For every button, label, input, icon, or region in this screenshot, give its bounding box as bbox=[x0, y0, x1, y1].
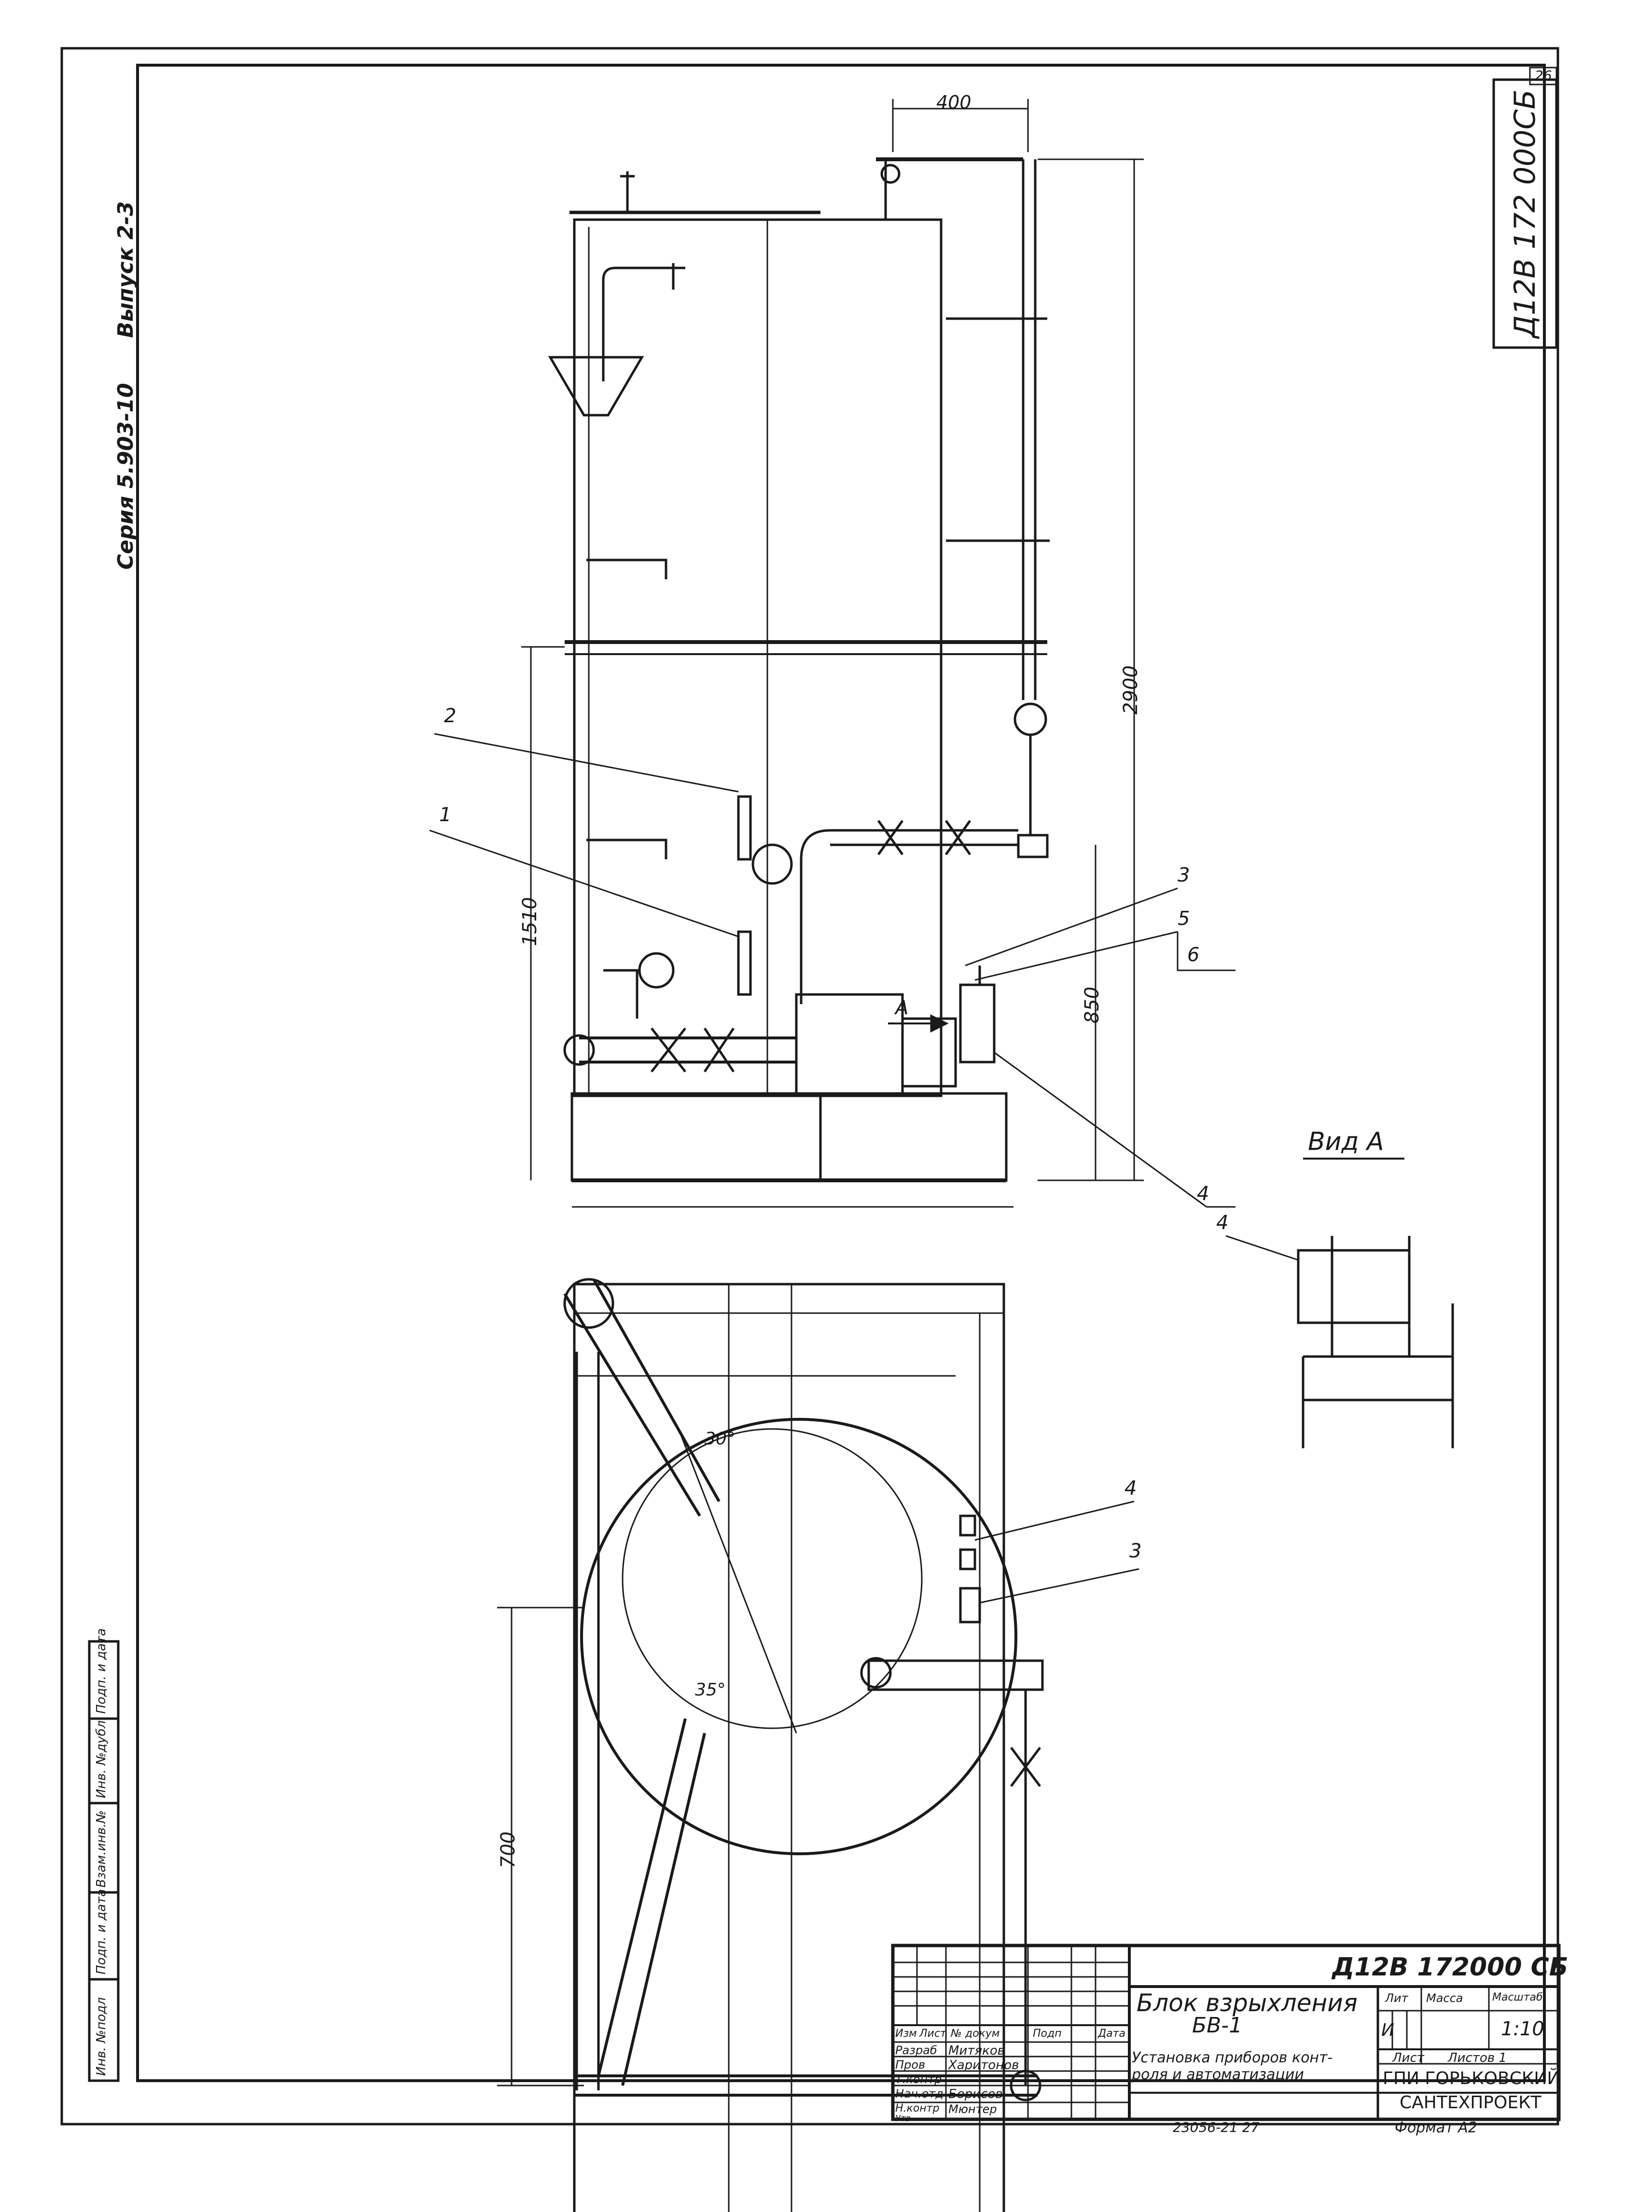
tb-name-nachotd: Борисов bbox=[948, 2087, 1003, 2101]
tb-col-list: Лист bbox=[919, 2028, 946, 2040]
tb-role-prov: Пров bbox=[895, 2058, 926, 2072]
callout-4-view: 4 bbox=[1216, 1212, 1229, 1234]
tb-scale-value: 1:10 bbox=[1501, 2018, 1544, 2040]
tb-title-1: Блок взрыхления bbox=[1137, 1989, 1358, 2017]
tb-lit-value: И bbox=[1381, 2020, 1394, 2040]
tb-name-prov: Харитонов bbox=[948, 2058, 1019, 2072]
tb-col-doc: № докум bbox=[951, 2028, 1000, 2040]
strip-inv-podl: Инв. №подл bbox=[94, 1997, 109, 2076]
side-code: Д12В 172 000СБ bbox=[1508, 89, 1542, 338]
view-a bbox=[1225, 1235, 1454, 1448]
pump bbox=[795, 993, 904, 1097]
outer-border bbox=[60, 47, 1559, 2126]
callout-6: 6 bbox=[1187, 944, 1200, 966]
tb-lit-label: Лит bbox=[1385, 1991, 1408, 2005]
dim-2900: 2900 bbox=[1120, 665, 1142, 714]
tb-col-izm: Изм bbox=[895, 2028, 917, 2040]
tank-plan-circle bbox=[580, 1418, 1017, 1855]
tb-scale-label: Масштаб bbox=[1492, 1991, 1543, 2003]
callout-4-plan: 4 bbox=[1124, 1477, 1137, 1499]
callout-4-elev: 4 bbox=[1197, 1183, 1209, 1205]
tb-role-utv: Утв bbox=[895, 2114, 911, 2124]
elevation-view bbox=[429, 99, 1404, 1208]
tb-subtitle-2: роля и автоматизации bbox=[1132, 2066, 1304, 2083]
instrument-1 bbox=[737, 930, 752, 996]
base-frame bbox=[570, 1092, 1008, 1182]
title-block bbox=[891, 1944, 1561, 2121]
callout-5: 5 bbox=[1178, 908, 1190, 930]
tank-body bbox=[573, 218, 943, 1097]
plan-frame bbox=[573, 1283, 1005, 2212]
left-strip bbox=[88, 1640, 120, 2082]
strip-vzam-inv: Взам.инв.№ bbox=[94, 1810, 109, 1888]
dim-700: 700 bbox=[497, 1831, 519, 1868]
plan-view bbox=[497, 1278, 1139, 2212]
tb-role-razrab: Разраб bbox=[895, 2044, 937, 2057]
tb-col-podp: Подп bbox=[1033, 2028, 1062, 2040]
tb-doc-code: Д12В 172000 СБ bbox=[1332, 1953, 1569, 1982]
tb-sheet-label: Лист bbox=[1392, 2051, 1424, 2065]
tb-role-tkontr: Т.контр bbox=[895, 2072, 942, 2086]
tb-org-1: ГПИ ГОРЬКОВСКИЙ bbox=[1383, 2069, 1560, 2088]
callout-1: 1 bbox=[439, 804, 452, 826]
dim-400: 400 bbox=[936, 92, 972, 113]
angle-35: 35° bbox=[695, 1680, 726, 1700]
dim-850: 850 bbox=[1081, 986, 1103, 1023]
sensor-box bbox=[959, 983, 996, 1064]
tb-col-data: Дата bbox=[1098, 2028, 1125, 2040]
tb-name-nkontr: Мюнтер bbox=[948, 2102, 997, 2116]
view-a-title: Вид А bbox=[1308, 1127, 1384, 1156]
tb-role-nachotd: Нач.отд bbox=[895, 2087, 944, 2100]
series-label: Серия 5.903-10 bbox=[113, 383, 138, 570]
tb-name-razrab: Митяков bbox=[948, 2044, 1005, 2058]
strip-inv-dubl: Инв. №дубл. bbox=[94, 1716, 109, 1798]
dim-1510: 1510 bbox=[519, 897, 541, 946]
angle-30: 30° bbox=[705, 1429, 736, 1449]
tb-org-2: САНТЕХПРОЕКТ bbox=[1400, 2093, 1541, 2113]
sheet-number: 26 bbox=[1535, 68, 1552, 84]
strip-podp-data-1: Подп. и дата bbox=[94, 1889, 109, 1974]
view-arrow-label: А bbox=[895, 997, 909, 1019]
callout-3-plan: 3 bbox=[1129, 1540, 1142, 1562]
callout-3-elev: 3 bbox=[1178, 864, 1190, 886]
footer-inv: 23056-21 27 bbox=[1173, 2119, 1260, 2135]
instrument-2 bbox=[737, 795, 752, 861]
strip-podp-data-2: Подп. и дата bbox=[94, 1628, 109, 1714]
tb-role-nkontr: Н.контр bbox=[895, 2102, 940, 2114]
tb-subtitle-1: Установка приборов конт- bbox=[1132, 2049, 1333, 2066]
tb-sheets-label: Листов 1 bbox=[1448, 2051, 1507, 2065]
tb-title-2: БВ-1 bbox=[1192, 2013, 1243, 2038]
side-code-box bbox=[1492, 78, 1558, 349]
tb-mass-label: Масса bbox=[1426, 1991, 1463, 2005]
issue-label: Выпуск 2-3 bbox=[113, 201, 138, 338]
format-label: Формат А2 bbox=[1395, 2119, 1477, 2136]
callout-2: 2 bbox=[444, 705, 457, 727]
inner-frame bbox=[136, 64, 1546, 2082]
